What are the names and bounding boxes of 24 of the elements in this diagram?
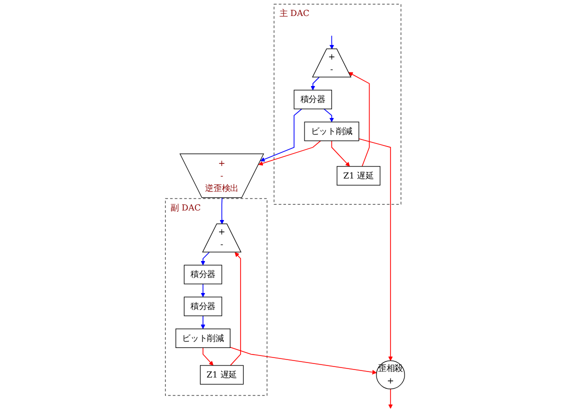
arrow	[220, 198, 224, 224]
arrow	[230, 346, 377, 374]
arrow	[330, 35, 334, 50]
node-box: ビット削減	[176, 328, 230, 348]
node-box: 積分器	[184, 296, 222, 316]
arrow	[260, 108, 302, 162]
arrow	[388, 388, 393, 409]
arrow	[331, 140, 350, 167]
node-box: Z1 遅延	[200, 365, 244, 385]
node-box: 積分器	[294, 90, 332, 110]
node-box: ビット削減	[304, 122, 360, 142]
arrow	[310, 76, 320, 90]
arrow	[200, 252, 210, 266]
arrow	[358, 138, 393, 361]
arrow	[230, 252, 241, 366]
arrow	[202, 347, 214, 366]
arrow	[324, 108, 334, 122]
arrow	[258, 140, 321, 166]
arrow	[200, 284, 206, 298]
node-box: Z1 遅延	[336, 166, 380, 186]
node-box: 積分器	[184, 264, 222, 284]
node-circle: 歪相殺 +	[376, 360, 405, 390]
arrow	[348, 72, 370, 167]
arrow	[200, 315, 206, 330]
